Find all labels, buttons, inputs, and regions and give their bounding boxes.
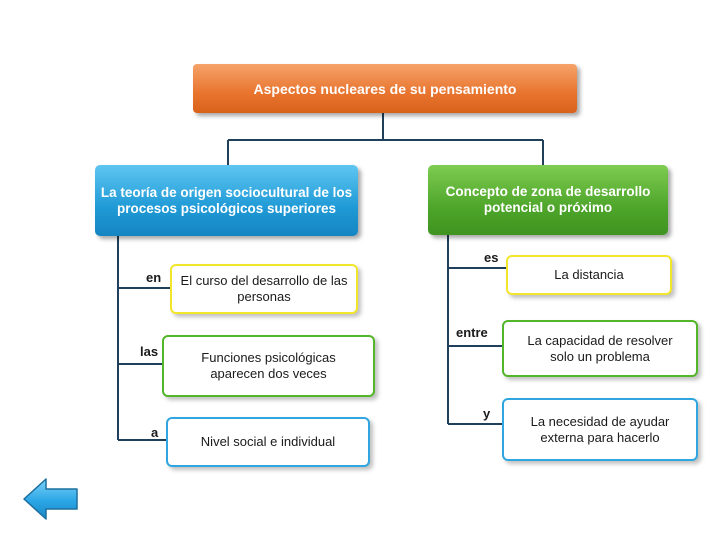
- left-item-text: El curso del desarrollo de las personas: [180, 273, 348, 304]
- right-item-box: La capacidad de resolver solo un problem…: [502, 320, 698, 377]
- main-topic-title: Aspectos nucleares de su pensamiento: [253, 80, 517, 97]
- connector-label: a: [151, 425, 159, 440]
- connector-label: las: [140, 344, 159, 359]
- right-item-text: La necesidad de ayudar externa para hace…: [530, 413, 670, 445]
- main-topic-box: Aspectos nucleares de su pensamiento: [193, 64, 577, 113]
- right-item-box: La necesidad de ayudar externa para hace…: [502, 398, 698, 461]
- left-branch-title: La teoría de origen sociocultural de los…: [100, 184, 353, 216]
- right-item-text: La capacidad de resolver solo un problem…: [527, 332, 673, 364]
- left-branch-box: La teoría de origen sociocultural de los…: [95, 165, 358, 236]
- left-arrow-icon[interactable]: [22, 476, 80, 522]
- left-item-text: Funciones psicológicas aparecen dos vece…: [201, 350, 336, 381]
- connector-label: y: [483, 406, 491, 421]
- left-item-box: El curso del desarrollo de las personas: [170, 264, 358, 314]
- right-item-box: La distancia: [506, 255, 672, 295]
- left-item-box: Funciones psicológicas aparecen dos vece…: [162, 335, 375, 397]
- right-branch-box: Concepto de zona de desarrollo potencial…: [428, 165, 668, 235]
- left-item-box: Nivel social e individual: [166, 417, 370, 467]
- connector-label: en: [146, 270, 162, 285]
- connector-label: entre: [456, 325, 488, 340]
- right-item-text: La distancia: [554, 267, 624, 282]
- connector-label: es: [484, 250, 499, 265]
- right-branch-title: Concepto de zona de desarrollo potencial…: [445, 184, 651, 215]
- left-item-text: Nivel social e individual: [200, 434, 336, 449]
